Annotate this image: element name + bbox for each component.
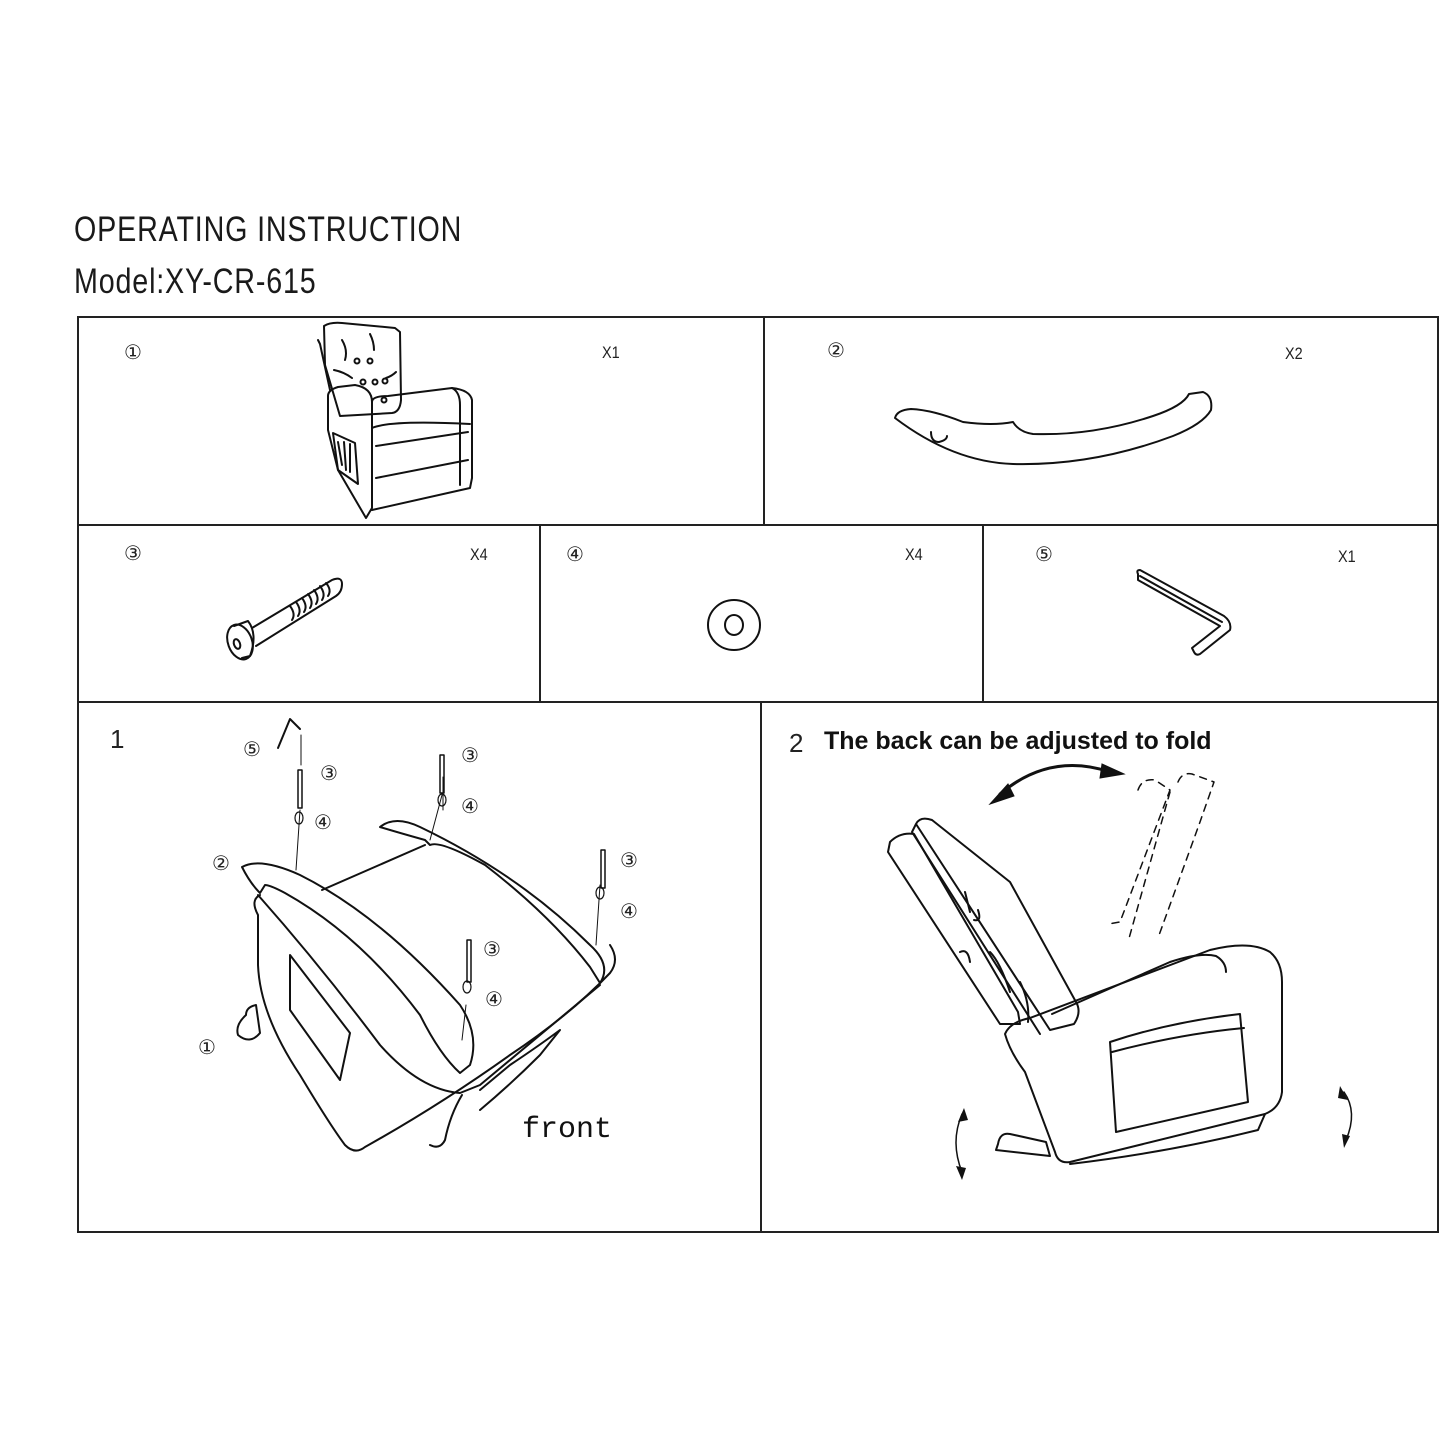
part-quantity: X4 bbox=[905, 545, 923, 564]
label-allen-key: ⑤ bbox=[243, 739, 261, 761]
part-quantity: X1 bbox=[602, 343, 620, 362]
part-number: ④ bbox=[566, 544, 584, 566]
assembly-diagram bbox=[236, 718, 616, 1152]
row-divider-2 bbox=[77, 701, 1439, 703]
label-washer: ④ bbox=[461, 796, 479, 818]
instruction-grid bbox=[77, 316, 1439, 1233]
curved-rail-icon bbox=[894, 391, 1213, 466]
col-divider-row2a bbox=[539, 524, 541, 702]
label-washer: ④ bbox=[485, 989, 503, 1011]
washer-icon bbox=[707, 599, 761, 651]
label-bolt: ③ bbox=[483, 939, 501, 961]
bolt-icon bbox=[466, 939, 472, 983]
part-number: ① bbox=[124, 342, 142, 364]
washer-icon bbox=[294, 811, 304, 825]
allen-key-icon bbox=[277, 718, 301, 749]
bolt-icon bbox=[439, 754, 445, 794]
document-title: OPERATING INSTRUCTION bbox=[74, 210, 463, 249]
rock-arrow-icon bbox=[955, 1113, 963, 1173]
model-number: Model:XY-CR-615 bbox=[74, 262, 317, 301]
label-bolt: ③ bbox=[461, 745, 479, 767]
step-number: 2 bbox=[789, 728, 804, 758]
part-quantity: X4 bbox=[470, 545, 488, 564]
bolt-icon bbox=[600, 849, 606, 889]
recliner-fold-diagram bbox=[887, 763, 1353, 1180]
step-title: The back can be adjusted to fold bbox=[824, 727, 1212, 755]
label-washer: ④ bbox=[620, 901, 638, 923]
allen-key-icon bbox=[1136, 569, 1232, 656]
front-label: front bbox=[522, 1113, 613, 1147]
label-bolt: ③ bbox=[320, 763, 338, 785]
part-number: ⑤ bbox=[1035, 544, 1053, 566]
col-divider-row2b bbox=[982, 524, 984, 702]
rock-arrow-icon bbox=[1343, 1091, 1353, 1141]
washer-icon bbox=[462, 980, 472, 994]
part-quantity: X2 bbox=[1285, 344, 1303, 363]
label-chair: ① bbox=[198, 1037, 216, 1059]
fold-arrow-icon bbox=[998, 764, 1112, 796]
col-divider-row1 bbox=[763, 316, 765, 525]
col-divider-row3 bbox=[760, 701, 762, 1233]
step-number: 1 bbox=[110, 724, 125, 754]
chair-icon bbox=[317, 321, 473, 519]
row-divider-1 bbox=[77, 524, 1439, 526]
part-number: ③ bbox=[124, 543, 142, 565]
bolt-icon bbox=[226, 577, 343, 661]
washer-icon bbox=[437, 793, 447, 807]
label-washer: ④ bbox=[314, 812, 332, 834]
bolt-icon bbox=[297, 769, 303, 809]
label-rail: ② bbox=[212, 853, 230, 875]
part-number: ② bbox=[827, 340, 845, 362]
washer-icon bbox=[595, 886, 605, 900]
label-bolt: ③ bbox=[620, 850, 638, 872]
part-quantity: X1 bbox=[1338, 547, 1356, 566]
